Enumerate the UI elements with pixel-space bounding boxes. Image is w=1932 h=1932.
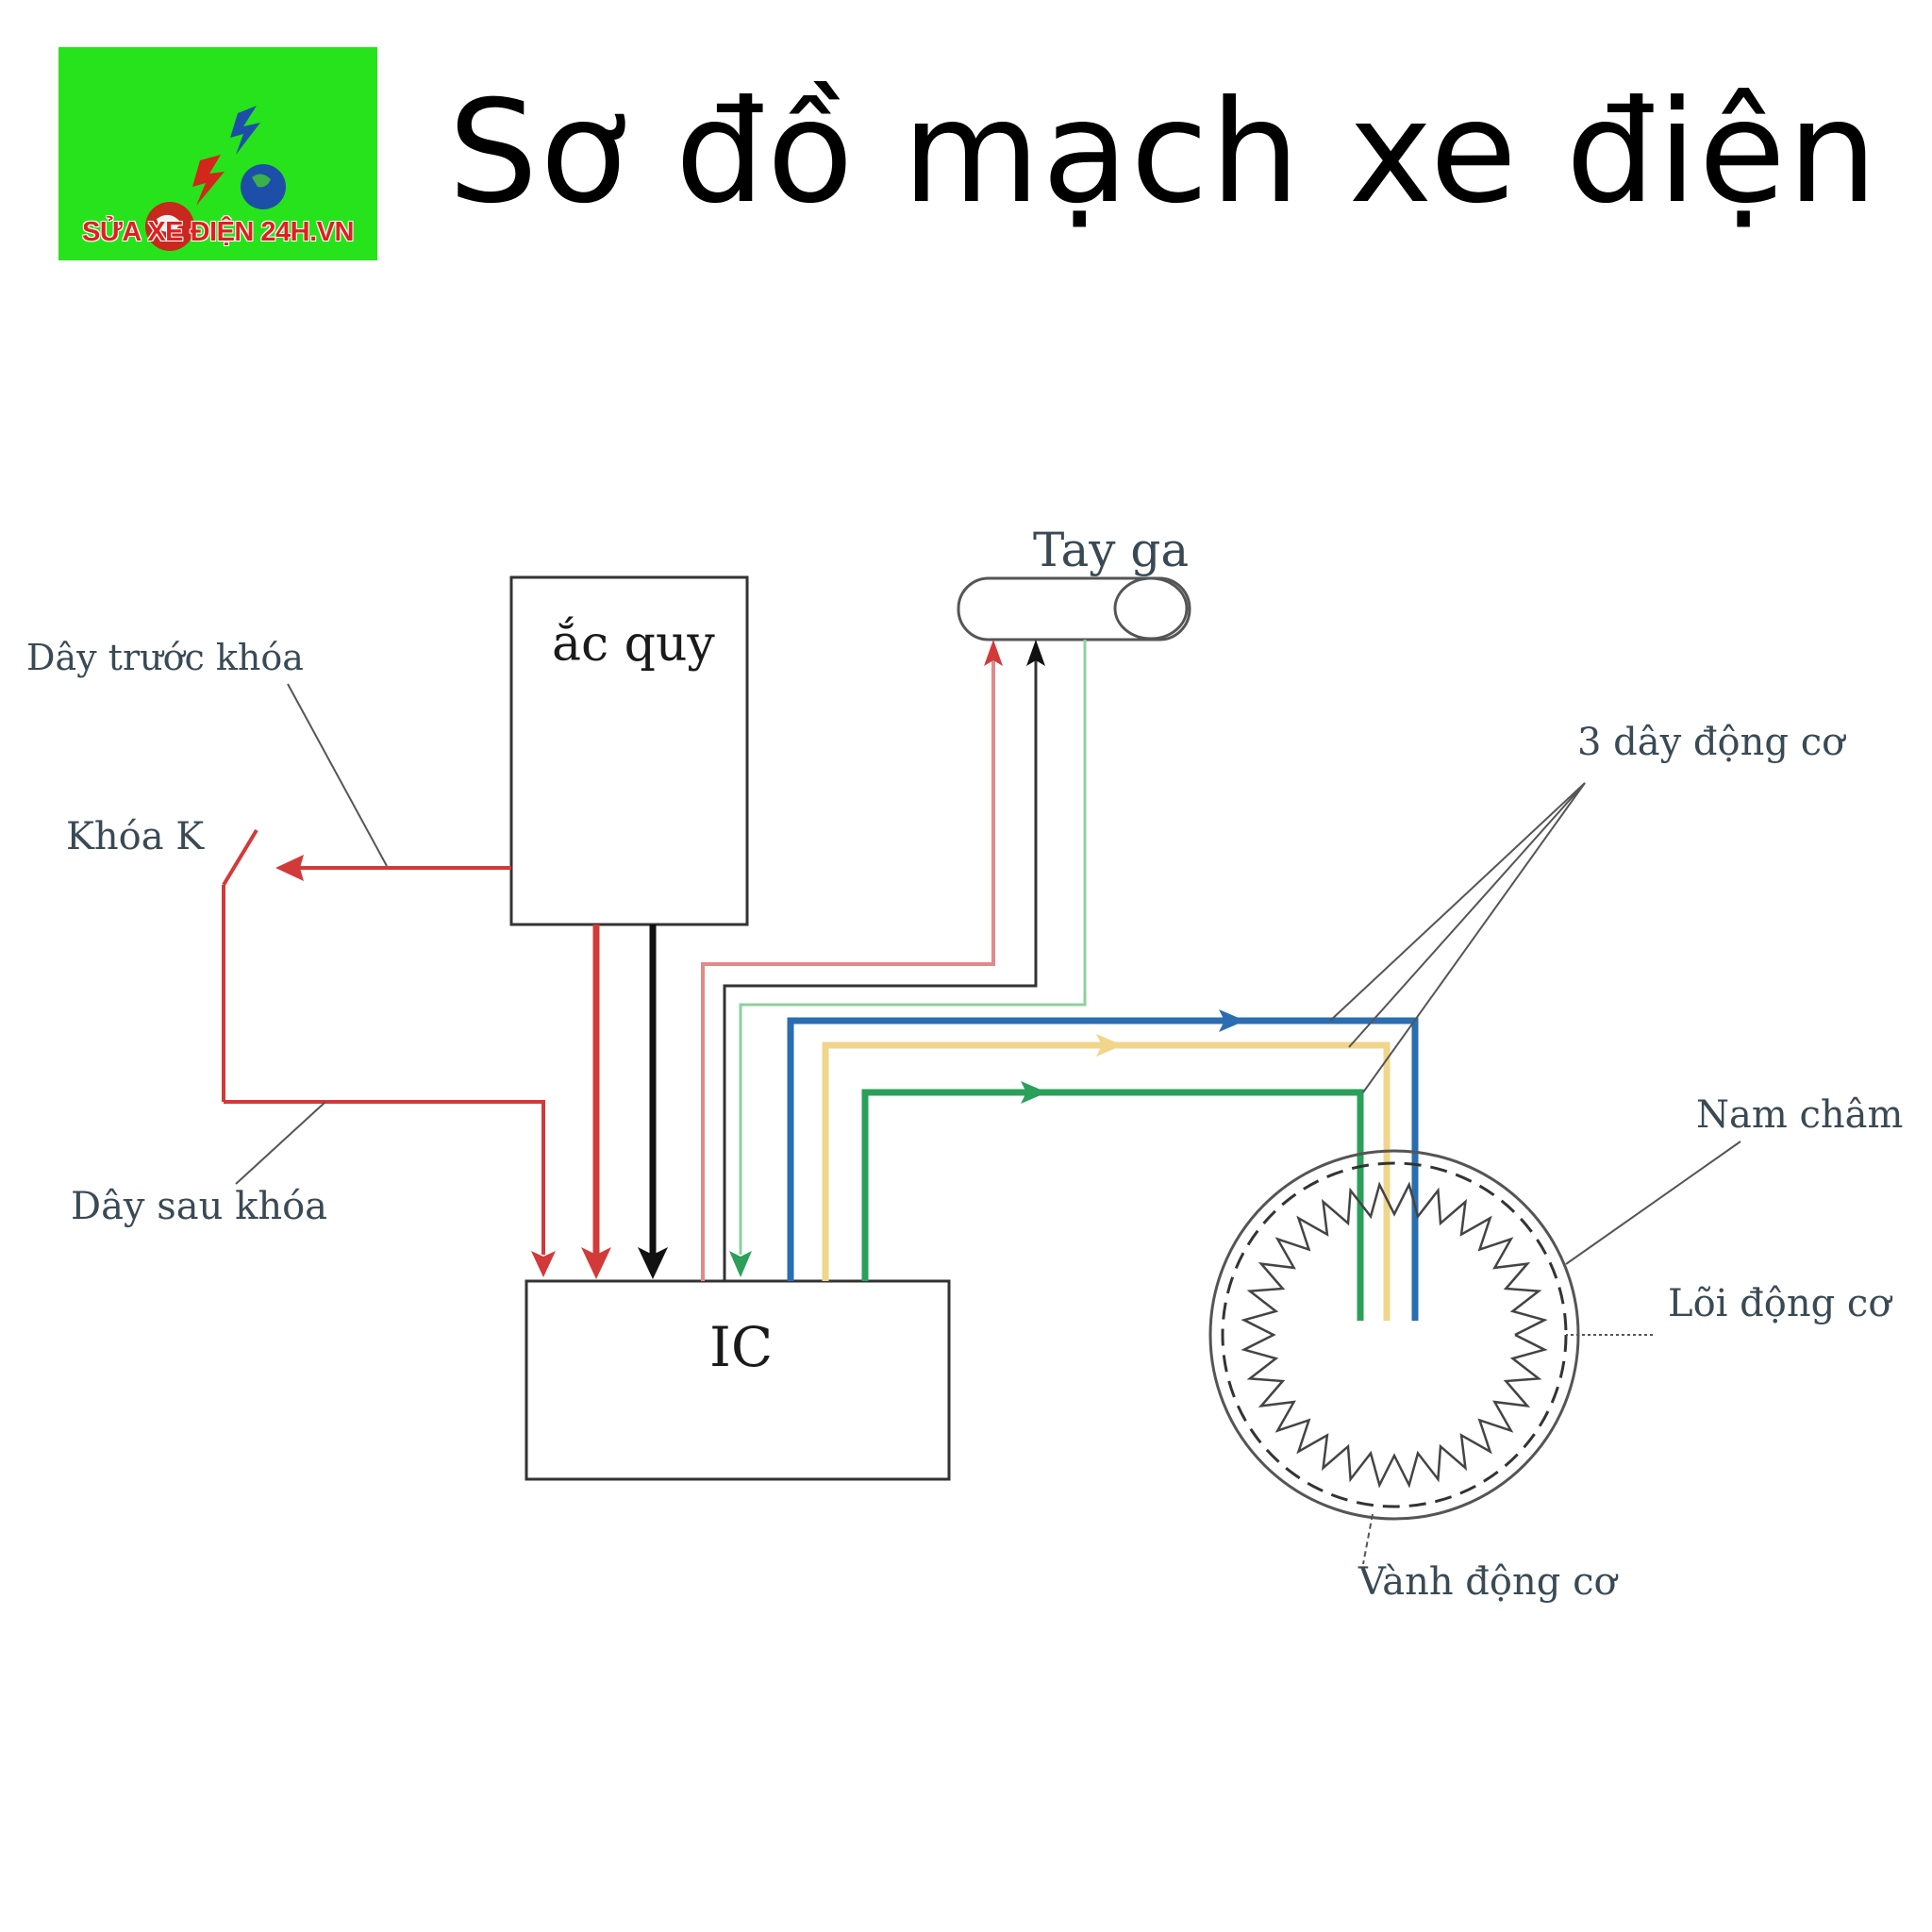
throttle-label: Tay ga xyxy=(1033,523,1189,577)
throttle-green-wire xyxy=(729,640,1087,1277)
motor-yellow-wire xyxy=(822,1034,1391,1321)
pre-key-wire-label: Dây trước khóa xyxy=(26,637,304,678)
motor-blue-wire xyxy=(787,1009,1419,1321)
post-key-wire-label: Dây sau khóa xyxy=(71,1185,327,1228)
magnet-label: Nam châm xyxy=(1696,1093,1903,1137)
logo-globe-icon xyxy=(145,106,286,251)
battery-negative-wire xyxy=(638,924,668,1279)
key-switch-icon xyxy=(222,828,258,1102)
throttle-red-wire xyxy=(701,640,1003,1281)
motor-icon xyxy=(1208,1149,1580,1521)
battery-positive-wire xyxy=(581,924,611,1279)
motor-rim-leader xyxy=(1362,1513,1374,1565)
post-key-wire xyxy=(224,1100,556,1277)
motor-wires-leaders xyxy=(1329,782,1586,1093)
magnet-leader xyxy=(1565,1141,1741,1265)
throttle-black-wire xyxy=(723,640,1045,1281)
motor-wires-label: 3 dây động cơ xyxy=(1577,721,1846,764)
throttle-icon xyxy=(957,576,1191,641)
motor-core-label: Lõi động cơ xyxy=(1668,1282,1892,1325)
battery-box xyxy=(509,575,749,926)
post-key-leader xyxy=(235,1101,326,1185)
logo-text: SỬA XE ĐIỆN 24H.VN xyxy=(82,217,354,247)
key-switch-label: Khóa K xyxy=(66,815,205,858)
ic-label: IC xyxy=(709,1315,773,1379)
ic-box xyxy=(525,1279,951,1481)
pre-key-leader xyxy=(287,683,388,867)
battery-label: ắc quy xyxy=(552,616,715,673)
pre-key-wire xyxy=(275,855,511,881)
motor-rim-label: Vành động cơ xyxy=(1357,1560,1618,1604)
page-title: Sơ đồ mạch xe điện xyxy=(448,71,1879,235)
motor-green-wire xyxy=(861,1081,1364,1321)
logo: SỬA XE ĐIỆN 24H.VN xyxy=(58,47,377,260)
